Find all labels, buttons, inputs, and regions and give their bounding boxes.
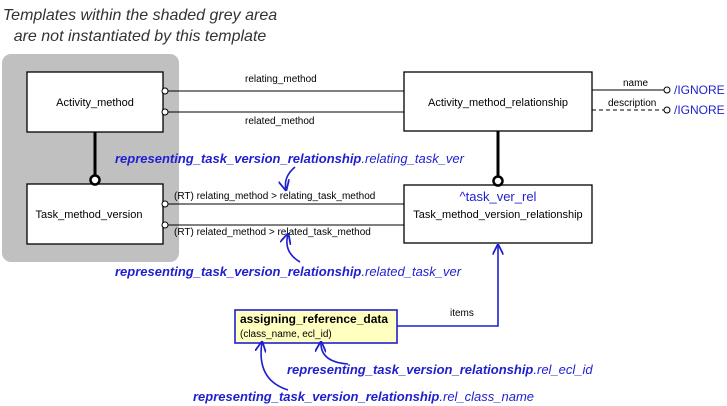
rel-ecl-id-prefix: representing_task_version_relationship xyxy=(287,362,533,377)
rt-relating-label: (RT) relating_method > relating_task_met… xyxy=(174,191,375,202)
rel-class-name-suffix: .rel_class_name xyxy=(439,389,534,404)
name-end-circle xyxy=(663,86,671,94)
relationship-to-task-relationship-end-circle xyxy=(492,175,504,187)
rt-relating-end-circle xyxy=(161,200,169,208)
relating-task-ver-arrow xyxy=(285,166,296,190)
rt-related-end-circle xyxy=(161,221,169,229)
related-method-end-circle xyxy=(161,108,169,116)
rel-ecl-id-suffix: .rel_ecl_id xyxy=(533,362,593,377)
task-method-version-label: Task_method_version xyxy=(35,209,142,221)
task-method-version-relationship-label: Task_method_version_relationship xyxy=(413,209,582,221)
relating-method-label: relating_method xyxy=(245,74,317,85)
name-ignore-label: /IGNORE xyxy=(674,83,725,97)
items-edge xyxy=(397,245,498,327)
activity-method-box[interactable] xyxy=(26,71,164,133)
title-line-2: are not instantiated by this template xyxy=(14,28,267,45)
rt-related-label: (RT) related_method > related_task_metho… xyxy=(174,227,371,238)
relating-method-end-circle xyxy=(161,87,169,95)
rel-class-name-arrow xyxy=(261,342,289,391)
description-ignore-label: /IGNORE xyxy=(674,103,725,117)
name-label: name xyxy=(623,78,648,89)
relating-task-ver-prefix: representing_task_version_relationship xyxy=(115,151,361,166)
relating-task-ver-annotation: representing_task_version_relationship.r… xyxy=(115,151,465,166)
rel-class-name-annotation: representing_task_version_relationship.r… xyxy=(193,389,534,404)
activity-method-relationship-box[interactable] xyxy=(403,71,593,132)
rel-class-name-prefix: representing_task_version_relationship xyxy=(193,389,439,404)
assigning-reference-data-title: assigning_reference_data xyxy=(240,312,388,326)
related-method-label: related_method xyxy=(245,116,315,127)
rel-ecl-id-arrow xyxy=(321,342,349,365)
related-task-ver-suffix: .related_task_ver xyxy=(361,264,461,279)
related-task-ver-annotation: representing_task_version_relationship.r… xyxy=(115,264,462,279)
related-task-ver-arrow xyxy=(287,234,301,263)
activity-method-label: Activity_method xyxy=(56,97,134,109)
task-method-version-box[interactable] xyxy=(26,183,164,245)
task-method-version-relationship-box[interactable] xyxy=(403,184,593,244)
items-label: items xyxy=(450,308,474,319)
relating-task-ver-suffix: .relating_task_ver xyxy=(361,151,464,166)
description-label: description xyxy=(608,98,656,109)
task-ver-rel-param: ^task_ver_rel xyxy=(460,189,537,204)
description-end-circle xyxy=(663,106,671,114)
activity-method-relationship-label: Activity_method_relationship xyxy=(428,97,568,109)
related-task-ver-prefix: representing_task_version_relationship xyxy=(115,264,361,279)
rel-ecl-id-annotation: representing_task_version_relationship.r… xyxy=(287,362,593,377)
activity-to-task-version-end-circle xyxy=(89,174,101,186)
title-line-1: Templates within the shaded grey area xyxy=(3,7,277,24)
assigning-reference-data-params: (class_name, ecl_id) xyxy=(240,329,332,340)
